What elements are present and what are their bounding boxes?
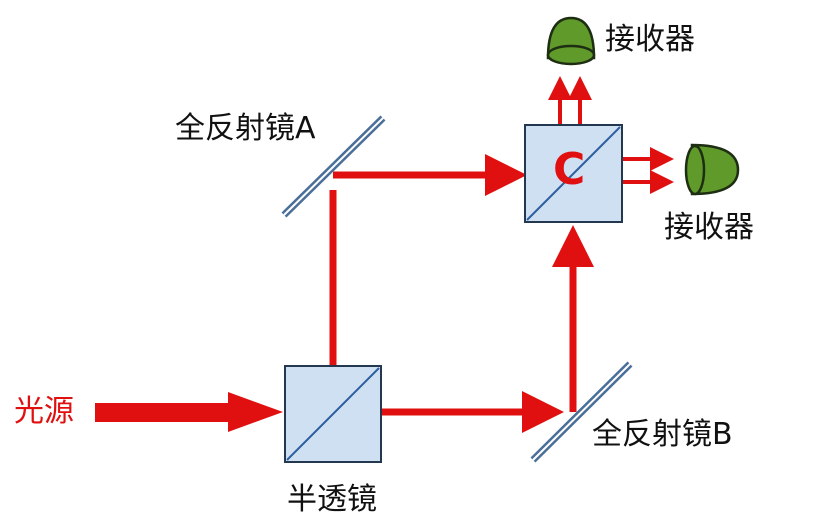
- half-mirror-label: 半透镜: [287, 482, 377, 517]
- receiver-top-label: 接收器: [605, 22, 695, 57]
- source-beam: [95, 392, 283, 432]
- beam-paths: [329, 154, 594, 433]
- mirror-b-label: 全反射镜B: [592, 417, 733, 452]
- receiver-top-icon: [546, 16, 596, 66]
- mirror-a-label: 全反射镜A: [175, 111, 316, 146]
- mirror-a: [281, 115, 386, 218]
- cube-c: [524, 124, 623, 223]
- light-source-label: 光源: [14, 394, 74, 429]
- half-mirror-cube: [284, 365, 382, 463]
- mirror-b: [530, 361, 633, 463]
- output-beams: [548, 76, 674, 194]
- receiver-right-icon: [684, 143, 740, 196]
- cube-c-letter: C: [553, 144, 586, 195]
- receiver-right-label: 接收器: [664, 210, 754, 245]
